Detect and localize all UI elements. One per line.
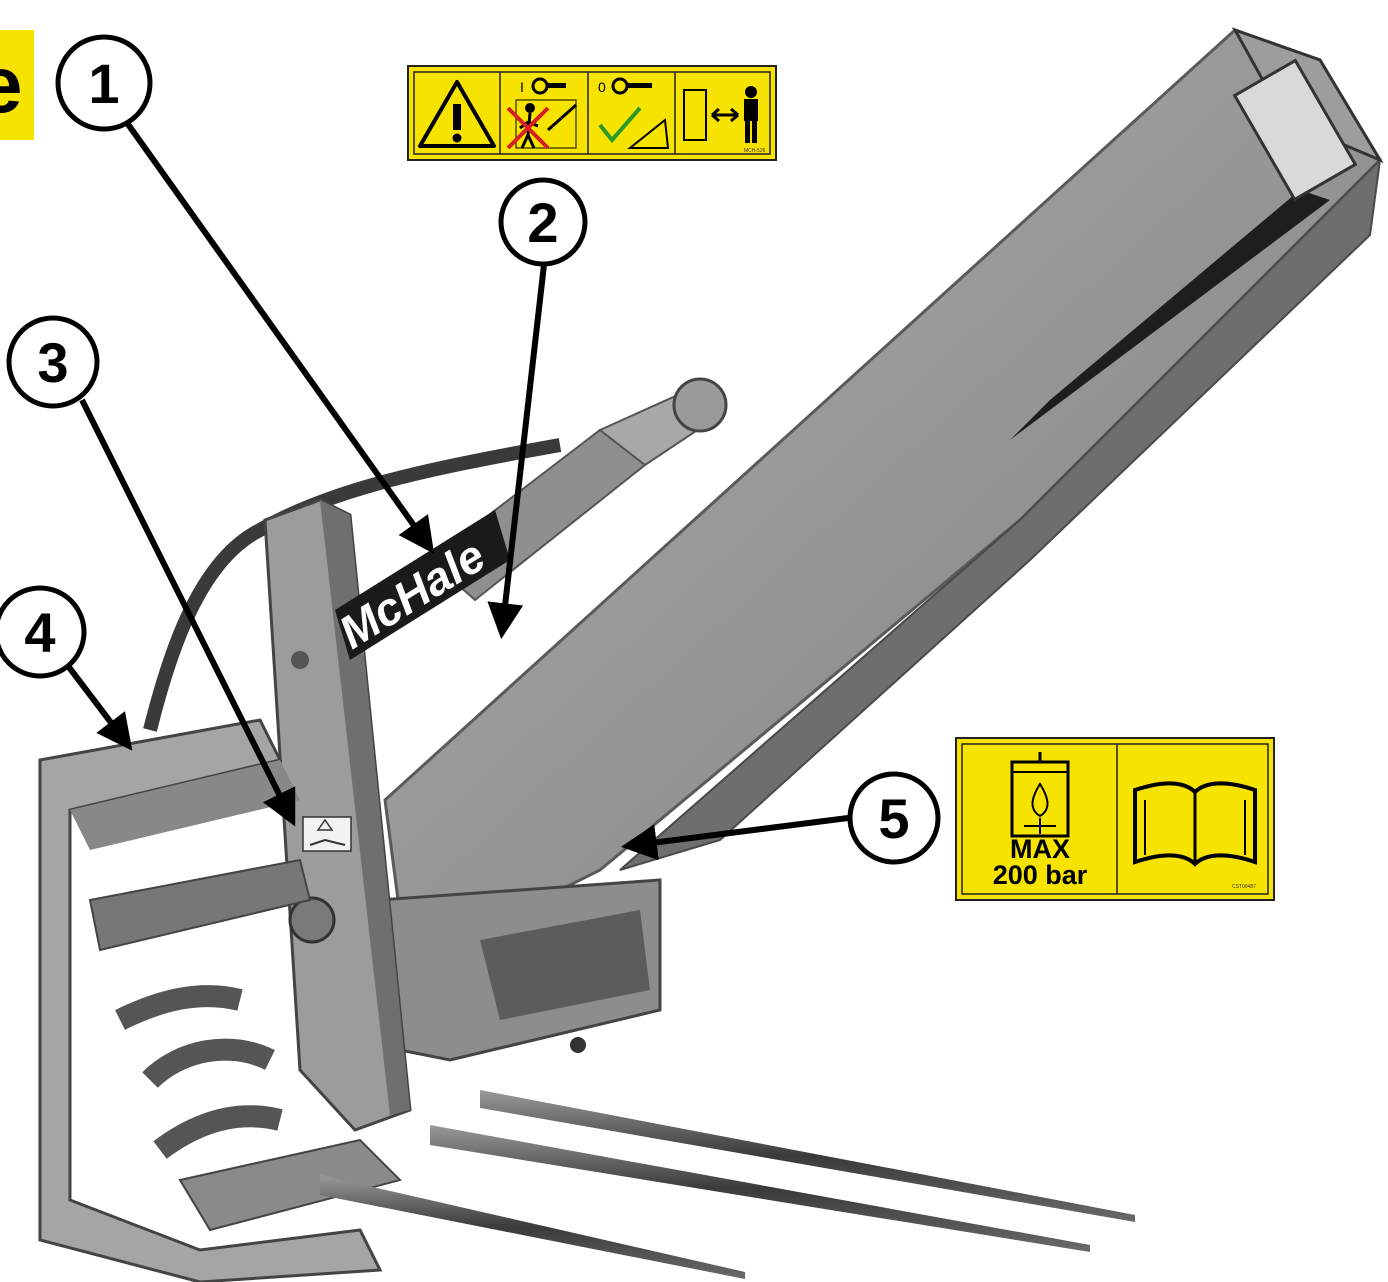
callout-4: 4	[0, 585, 87, 679]
tines	[320, 1090, 1135, 1279]
callout-1: 1	[55, 34, 153, 132]
warning-triangle-icon	[418, 80, 496, 148]
callout-3: 3	[6, 315, 100, 409]
svg-text:MCH-526: MCH-526	[744, 148, 766, 154]
leader-arrows	[59, 118, 849, 861]
cradle-frame	[38, 718, 402, 1282]
callout-5-label: 5	[878, 787, 909, 850]
key-on-crossed-icon: I	[506, 77, 577, 150]
callout-2-label: 2	[527, 191, 558, 254]
operator-manual-icon: CST00487	[1133, 781, 1257, 890]
tine-upper	[480, 1090, 1135, 1222]
svg-text:I: I	[520, 79, 524, 95]
leader-4	[59, 656, 133, 751]
leader-2	[487, 255, 548, 640]
hydraulic-accumulator-icon	[1010, 752, 1070, 838]
pressure-decal: MAX 200 bar CST00487	[955, 737, 1275, 901]
leader-5	[620, 815, 849, 861]
callout-1-label: 1	[88, 52, 119, 115]
corner-logo-text: e	[0, 40, 23, 129]
boom-slot	[1010, 190, 1330, 440]
leader-1	[122, 118, 435, 554]
svg-text:CST00487: CST00487	[1232, 884, 1256, 890]
keep-distance-icon: MCH-526	[683, 86, 766, 154]
max-label: MAX	[1010, 834, 1070, 864]
callout-4-label: 4	[24, 601, 55, 664]
tine-middle	[430, 1125, 1090, 1252]
corner-logo: e	[0, 30, 34, 140]
callout-5: 5	[847, 771, 941, 865]
pressure-label: 200 bar	[993, 860, 1088, 890]
svg-text:0: 0	[598, 79, 606, 95]
key-off-check-icon: 0	[598, 77, 670, 149]
hydraulic-hose	[143, 438, 562, 732]
callout-2: 2	[498, 177, 588, 267]
leader-3	[79, 398, 296, 827]
tine-lower	[320, 1175, 745, 1279]
callout-3-label: 3	[37, 331, 68, 394]
mast-small-decal	[302, 816, 352, 852]
machine-illustration: McHale	[38, 27, 1384, 1282]
warning-decal-top: I 0 MCH-526	[407, 65, 777, 161]
